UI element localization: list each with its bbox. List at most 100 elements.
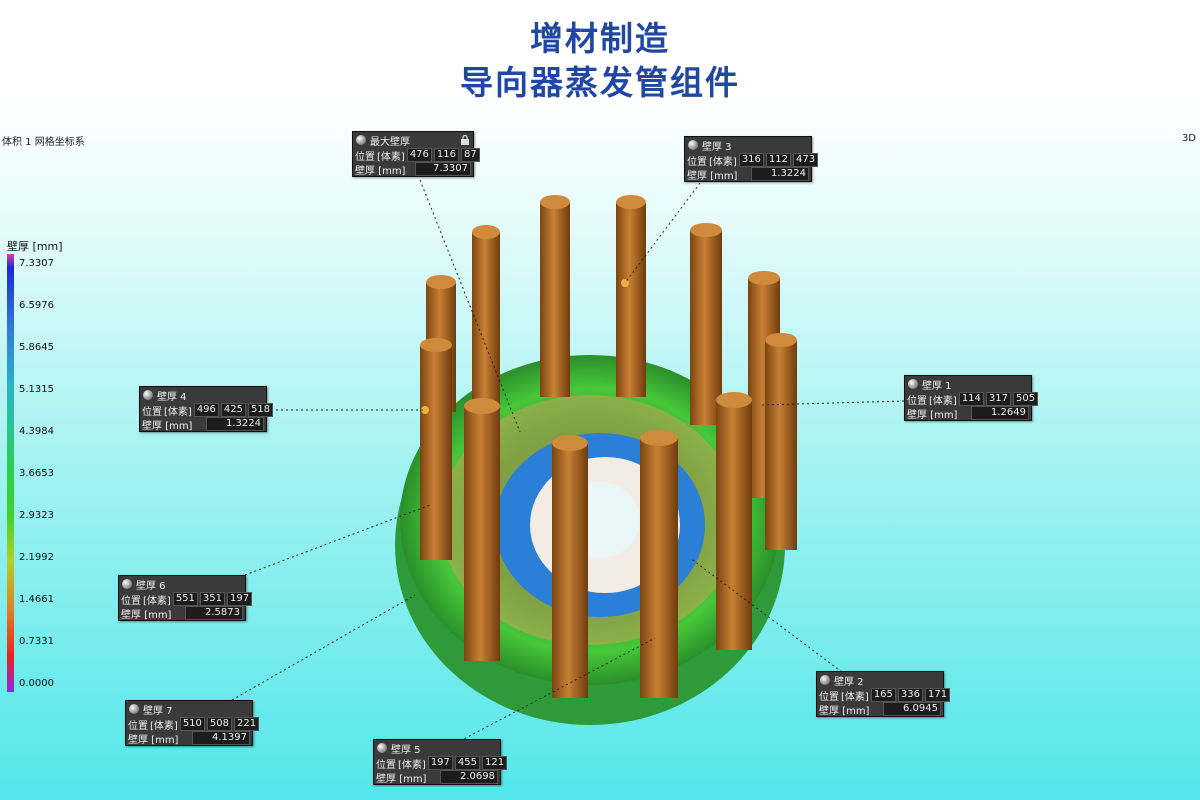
- position-y: 116: [433, 148, 459, 162]
- thickness-value: 4.1397: [192, 731, 250, 745]
- thickness-value: 1.2649: [971, 406, 1029, 420]
- scale-tick: 5.1315: [19, 384, 54, 395]
- position-z: 121: [482, 756, 508, 770]
- annotation-title: 壁厚 6: [136, 580, 166, 592]
- position-z: 87: [461, 148, 480, 162]
- position-x: 476: [406, 148, 432, 162]
- color-scale-bar: [7, 254, 14, 692]
- sphere-icon: [122, 579, 132, 589]
- thickness-label: 壁厚 [mm]: [128, 734, 179, 746]
- sphere-icon: [129, 704, 139, 714]
- annotation-title: 壁厚 4: [157, 391, 187, 403]
- thickness-value: 7.3307: [415, 162, 471, 176]
- scale-tick: 2.1992: [19, 552, 54, 563]
- position-x: 316: [738, 153, 764, 167]
- voxel-unit-label: [体素]: [398, 759, 426, 771]
- position-z: 221: [234, 717, 260, 731]
- position-x: 197: [427, 756, 453, 770]
- scale-tick: 0.7331: [19, 636, 54, 647]
- sphere-icon: [143, 390, 153, 400]
- sphere-icon: [356, 135, 366, 145]
- position-label: 位置: [687, 156, 707, 168]
- position-z: 505: [1013, 392, 1039, 406]
- position-x: 165: [870, 688, 896, 702]
- position-label: 位置: [819, 691, 839, 703]
- position-y: 336: [897, 688, 923, 702]
- sphere-icon: [688, 140, 698, 150]
- thickness-label: 壁厚 [mm]: [687, 170, 738, 182]
- position-y: 508: [206, 717, 232, 731]
- scale-tick: 5.8645: [19, 342, 54, 353]
- thickness-label: 壁厚 [mm]: [907, 409, 958, 421]
- thickness-label: 壁厚 [mm]: [121, 609, 172, 621]
- position-label: 位置: [128, 720, 148, 732]
- voxel-unit-label: [体素]: [841, 691, 869, 703]
- leader-lines: [231, 179, 905, 742]
- thickness-label: 壁厚 [mm]: [819, 705, 870, 717]
- coordinate-system-label: 体积 1 网格坐标系: [2, 137, 85, 148]
- position-y: 112: [765, 153, 791, 167]
- thickness-value: 1.3224: [751, 167, 809, 181]
- thickness-value: 1.3224: [206, 417, 264, 431]
- tube-group: [420, 195, 797, 698]
- position-z: 518: [248, 403, 274, 417]
- marker-wall4[interactable]: [421, 406, 429, 414]
- thickness-value: 6.0945: [883, 702, 941, 716]
- annotation-title: 壁厚 7: [143, 705, 173, 717]
- position-x: 496: [193, 403, 219, 417]
- sphere-icon: [820, 675, 830, 685]
- position-label: 位置: [142, 406, 162, 418]
- position-y: 351: [199, 592, 225, 606]
- voxel-unit-label: [体素]: [709, 156, 737, 168]
- sphere-icon: [908, 379, 918, 389]
- position-x: 551: [172, 592, 198, 606]
- voxel-unit-label: [体素]: [150, 720, 178, 732]
- view-mode-label[interactable]: 3D: [1181, 133, 1196, 144]
- annotation-title: 最大壁厚: [370, 136, 410, 148]
- position-x: 510: [179, 717, 205, 731]
- position-y: 317: [985, 392, 1011, 406]
- scale-tick: 7.3307: [19, 258, 54, 269]
- position-y: 425: [220, 403, 246, 417]
- thickness-value: 2.0698: [440, 770, 498, 784]
- thickness-value: 2.5873: [185, 606, 243, 620]
- position-z: 473: [793, 153, 819, 167]
- thickness-label: 壁厚 [mm]: [376, 773, 427, 785]
- annotation-title: 壁厚 1: [922, 380, 952, 392]
- position-label: 位置: [907, 395, 927, 407]
- scale-tick: 3.6653: [19, 468, 54, 479]
- voxel-unit-label: [体素]: [929, 395, 957, 407]
- scale-tick: 2.9323: [19, 510, 54, 521]
- scale-tick: 1.4661: [19, 594, 54, 605]
- annotation-title: 壁厚 5: [391, 744, 421, 756]
- position-label: 位置: [355, 151, 375, 163]
- annotation-title: 壁厚 2: [834, 676, 864, 688]
- position-z: 197: [227, 592, 253, 606]
- annotation-title: 壁厚 3: [702, 141, 732, 153]
- thickness-label: 壁厚 [mm]: [355, 165, 406, 177]
- position-label: 位置: [121, 595, 141, 607]
- lock-icon[interactable]: [460, 135, 470, 145]
- scale-tick: 4.3984: [19, 426, 54, 437]
- title-line-2: 导向器蒸发管组件: [460, 63, 740, 102]
- position-y: 455: [454, 756, 480, 770]
- scale-tick: 0.0000: [19, 678, 54, 689]
- sphere-icon: [377, 743, 387, 753]
- position-x: 114: [958, 392, 984, 406]
- thickness-label: 壁厚 [mm]: [142, 420, 193, 432]
- position-z: 171: [925, 688, 951, 702]
- voxel-unit-label: [体素]: [164, 406, 192, 418]
- scale-tick: 6.5976: [19, 300, 54, 311]
- marker-wall3[interactable]: [621, 279, 629, 287]
- voxel-unit-label: [体素]: [377, 151, 405, 163]
- position-label: 位置: [376, 759, 396, 771]
